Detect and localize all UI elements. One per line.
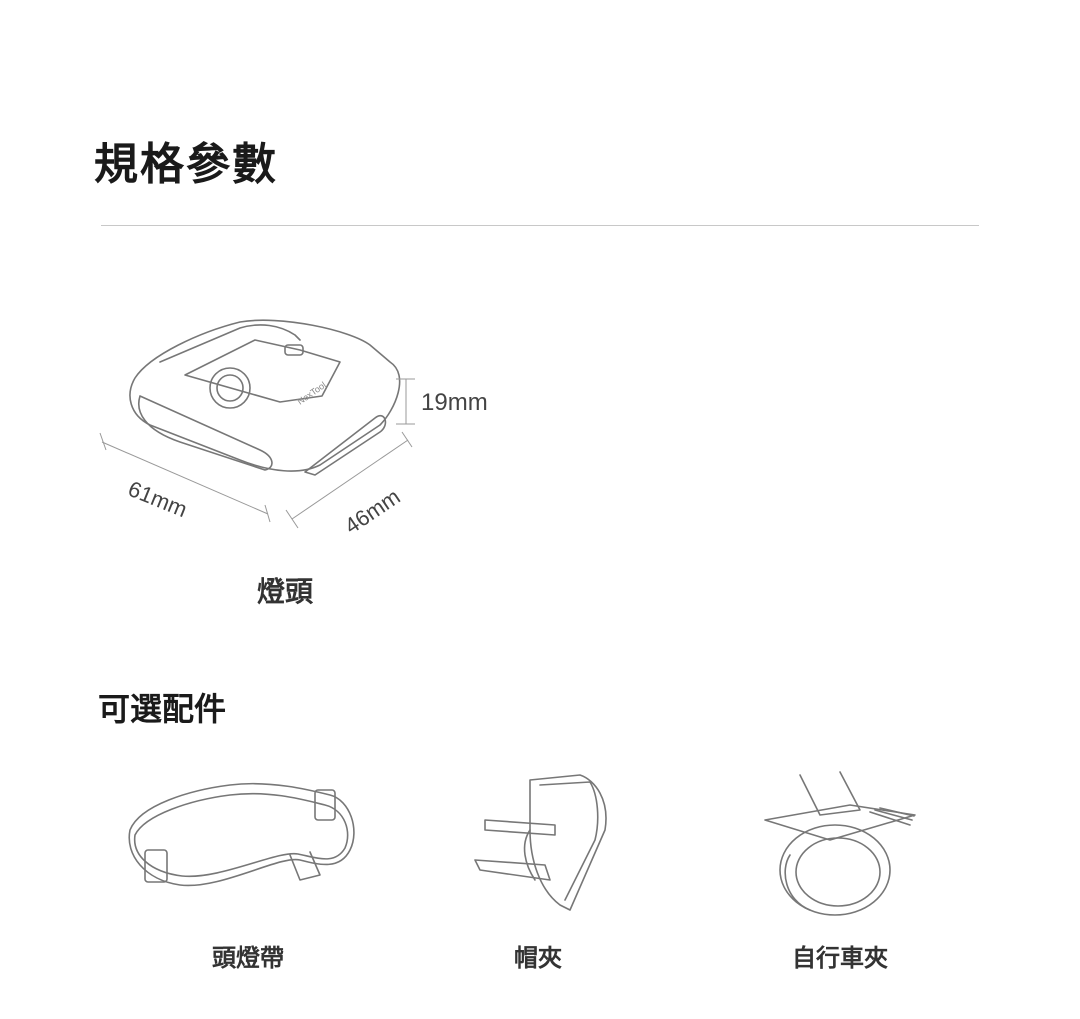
headband-illustration	[128, 782, 355, 887]
page-title: 規格參數	[94, 139, 278, 190]
bike-clip-illustration	[764, 771, 916, 916]
lamp-head-illustration: NexTool	[99, 319, 415, 529]
divider	[101, 225, 979, 226]
height-dimension: 19mm	[421, 389, 488, 416]
accessory-label-hat-clip: 帽夾	[514, 944, 562, 972]
hat-clip-illustration	[474, 774, 607, 911]
accessory-label-headband: 頭燈帶	[212, 944, 284, 972]
accessories-title: 可選配件	[98, 690, 227, 728]
product-label: 燈頭	[256, 575, 313, 608]
accessory-label-bike-clip: 自行車夾	[792, 944, 888, 972]
